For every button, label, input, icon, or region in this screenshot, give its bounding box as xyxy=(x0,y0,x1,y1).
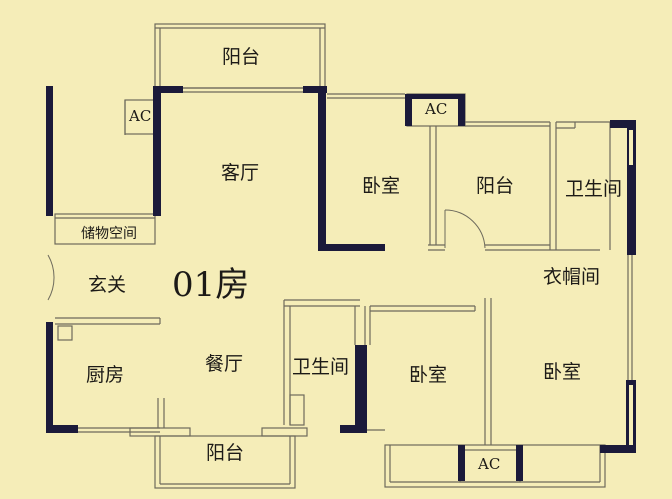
door-swings xyxy=(47,209,486,301)
unit-label: 01房 xyxy=(172,265,250,305)
ac-top-mid-label: AC xyxy=(425,100,448,118)
dining-room-label: 餐厅 xyxy=(205,353,244,375)
bedroom-mid-label: 卧室 xyxy=(409,364,448,386)
ac-left-label: AC xyxy=(129,107,152,125)
ac-bottom-label: AC xyxy=(478,455,501,473)
living-room-label: 客厅 xyxy=(221,162,260,184)
balcony-bottom-label: 阳台 xyxy=(206,442,245,464)
bedroom-top-label: 卧室 xyxy=(362,175,401,197)
thin-walls xyxy=(51,23,633,489)
kitchen-label: 厨房 xyxy=(86,364,125,386)
cloakroom-label: 衣帽间 xyxy=(543,266,601,288)
balcony-top-label: 阳台 xyxy=(222,46,261,68)
bathroom-mid-label: 卫生间 xyxy=(292,356,350,378)
bedroom-right-label: 卧室 xyxy=(543,361,582,383)
entrance-label: 玄关 xyxy=(88,274,127,296)
bathroom-right-label: 卫生间 xyxy=(565,178,623,200)
balcony-mid-label: 阳台 xyxy=(476,175,515,197)
storage-label: 储物空间 xyxy=(81,226,137,242)
